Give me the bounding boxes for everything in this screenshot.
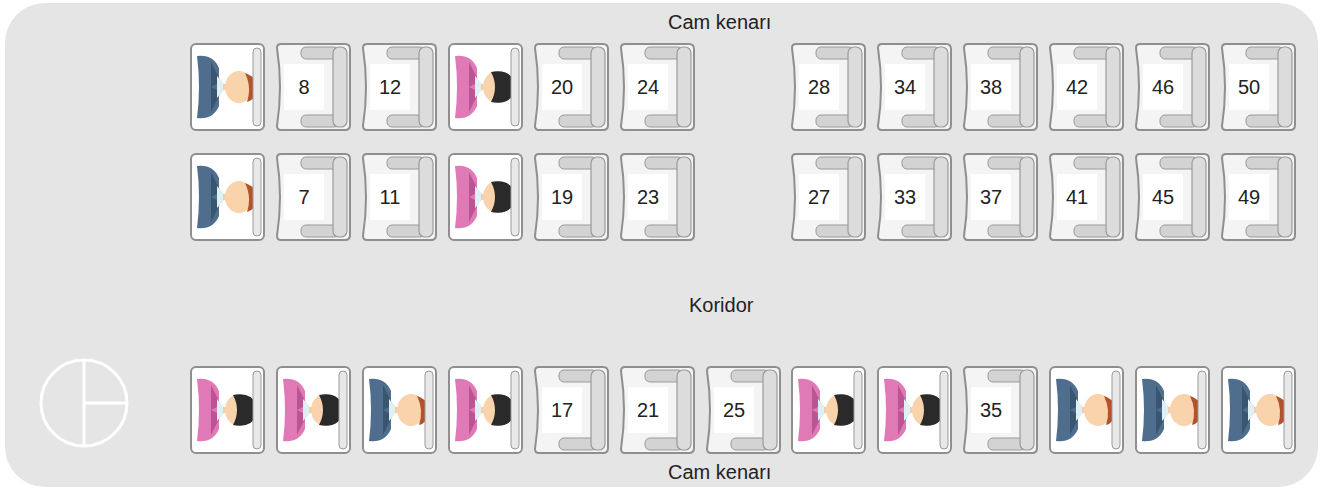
seat: 12 <box>361 42 437 132</box>
passenger <box>878 367 951 453</box>
seat: 17 <box>533 365 609 455</box>
seat-number: 45 <box>1143 174 1183 220</box>
seat: 8 <box>275 42 351 132</box>
seat: 23 <box>619 152 695 242</box>
seat: 37 <box>962 152 1038 242</box>
area-label: Koridor <box>689 294 753 317</box>
seat-number: 37 <box>971 174 1011 220</box>
seat: 34 <box>876 42 952 132</box>
seat-number: 27 <box>799 174 839 220</box>
seat-number: 42 <box>1057 64 1097 110</box>
seat-number: 25 <box>714 387 754 433</box>
seat: 41 <box>1048 152 1124 242</box>
passenger <box>449 44 522 130</box>
seat: 25 <box>705 365 781 455</box>
seat: 35 <box>962 365 1038 455</box>
passenger <box>449 154 522 240</box>
passenger <box>191 44 264 130</box>
seat-number: 12 <box>370 64 410 110</box>
seat-number: 23 <box>628 174 668 220</box>
seat: 33 <box>876 152 952 242</box>
seat: 50 <box>1220 42 1296 132</box>
seat-number: 49 <box>1229 174 1269 220</box>
seat: 7 <box>275 152 351 242</box>
passenger <box>191 367 264 453</box>
seat-number: 11 <box>370 174 410 220</box>
seat-number: 17 <box>542 387 582 433</box>
seat: 42 <box>1048 42 1124 132</box>
seat-number: 46 <box>1143 64 1183 110</box>
seat: 19 <box>533 152 609 242</box>
floor-panel <box>5 3 1318 487</box>
seat-number: 34 <box>885 64 925 110</box>
seat: 11 <box>361 152 437 242</box>
passenger <box>792 367 865 453</box>
seat-number: 19 <box>542 174 582 220</box>
seat: 46 <box>1134 42 1210 132</box>
passenger <box>191 154 264 240</box>
steering-wheel <box>41 360 127 446</box>
passenger <box>363 367 436 453</box>
seat: 20 <box>533 42 609 132</box>
seat: 49 <box>1220 152 1296 242</box>
seat: 24 <box>619 42 695 132</box>
seat-number: 21 <box>628 387 668 433</box>
passenger <box>1050 367 1123 453</box>
seat: 45 <box>1134 152 1210 242</box>
occupied-seats <box>191 44 1295 453</box>
area-label: Cam kenarı <box>668 11 771 34</box>
seat-number: 28 <box>799 64 839 110</box>
seat-number: 7 <box>284 174 324 220</box>
passenger <box>277 367 350 453</box>
seat-number: 33 <box>885 174 925 220</box>
seat: 28 <box>790 42 866 132</box>
seat-number: 41 <box>1057 174 1097 220</box>
seat-number: 50 <box>1229 64 1269 110</box>
seat: 21 <box>619 365 695 455</box>
seat: 38 <box>962 42 1038 132</box>
seat-number: 38 <box>971 64 1011 110</box>
seat-number: 8 <box>284 64 324 110</box>
seat-number: 35 <box>971 387 1011 433</box>
seat-number: 24 <box>628 64 668 110</box>
passenger <box>1222 367 1295 453</box>
passenger <box>449 367 522 453</box>
passenger <box>1136 367 1209 453</box>
seat: 27 <box>790 152 866 242</box>
seat-number: 20 <box>542 64 582 110</box>
area-label: Cam kenarı <box>668 461 771 484</box>
